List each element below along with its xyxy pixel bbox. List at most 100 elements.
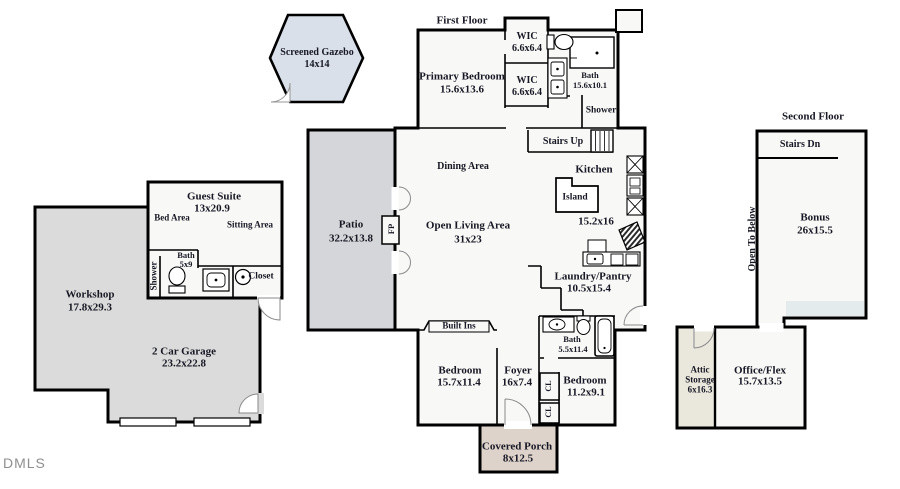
guest-closet-label: Closet <box>248 271 274 282</box>
open-to-below-label: Open To Below <box>747 206 758 272</box>
garage-door-icon <box>119 417 177 427</box>
toilet-icon <box>546 34 555 50</box>
kitchen-island-icon <box>555 177 599 213</box>
patio-dims: 32.2x13.8 <box>329 232 373 245</box>
laundry-dims: 10.5x15.4 <box>567 282 611 295</box>
garage-dims: 23.2x22.8 <box>162 357 206 370</box>
patio-door-swing-icon <box>398 186 411 211</box>
covered-porch-dims: 8x12.5 <box>502 452 534 465</box>
attic-fill <box>678 328 714 427</box>
laundry-door-swing-icon <box>623 305 644 326</box>
wic-top-label: WIC <box>516 31 538 42</box>
hall-bath-dims: 5.5x11.4 <box>558 343 588 354</box>
living-dims: 31x23 <box>454 233 482 246</box>
garage-door-swing-icon <box>238 393 259 414</box>
kitchen-dims: 15.2x16 <box>578 215 614 228</box>
hall-bath-fixtures <box>542 315 615 357</box>
dmls-watermark: DMLS <box>3 455 46 471</box>
bedroom-right-dims: 11.2x9.1 <box>567 386 605 399</box>
guest-suite-interior-walls <box>148 249 282 298</box>
bonus-window-strip <box>786 301 864 316</box>
primary-bath-label: Bath <box>581 69 599 80</box>
sink-icon <box>202 268 230 292</box>
foyer-dims: 16x7.4 <box>501 376 533 389</box>
island-label: Island <box>562 192 588 203</box>
fireplace-icon <box>381 215 400 245</box>
stairs-up-flight-icon <box>590 129 614 153</box>
gazebo-label: Screened Gazebo <box>280 47 354 58</box>
hall-bath-label: Bath <box>563 333 581 344</box>
toilet-icon <box>168 266 186 294</box>
washer-icon <box>234 268 252 286</box>
primary-bedroom-label: Primary Bedroom <box>419 70 505 83</box>
bed-area-label: Bed Area <box>154 212 190 223</box>
primary-bath-fixtures <box>546 33 615 99</box>
first-floor-title: First Floor <box>436 14 488 27</box>
bedroom-left-dims: 15.7x11.4 <box>437 376 481 389</box>
cooktop-icon <box>618 221 646 251</box>
first-floor-doors <box>391 186 647 429</box>
built-ins-box <box>428 320 490 333</box>
garage-label: 2 Car Garage <box>152 345 216 358</box>
attic-label-line2: Storage <box>685 374 715 385</box>
primary-bath-dims: 15.6x10.1 <box>573 79 607 90</box>
guest-door-swing-icon <box>257 297 281 321</box>
guest-suite-label: Guest Suite <box>186 190 242 203</box>
kitchen-label: Kitchen <box>575 163 613 176</box>
stairs-dn-label: Stairs Dn <box>779 139 821 150</box>
office-flex-label: Office/Flex <box>734 364 786 377</box>
kitchen-fixtures <box>555 155 646 267</box>
guest-suite-dims: 13x20.9 <box>194 202 230 215</box>
patio-structure <box>306 128 397 332</box>
second-floor-structure <box>675 129 868 430</box>
mechanical-closet <box>615 9 643 33</box>
covered-porch-label: Covered Porch <box>481 440 553 453</box>
bedroom-left-label: Bedroom <box>438 364 482 377</box>
attic-label-line1: Attic <box>690 364 710 375</box>
patio-door-swing-icon <box>398 250 411 275</box>
guest-shower-label: Shower <box>148 261 159 291</box>
front-door-swing-icon <box>504 398 532 426</box>
closet-1-box <box>539 372 560 401</box>
stairs-up-label: Stairs Up <box>542 136 584 147</box>
office-flex-dims: 15.7x13.5 <box>738 375 782 388</box>
closet-1-label: CL <box>544 380 553 392</box>
laundry-label: Laundry/Pantry <box>554 270 632 283</box>
built-ins-label: Built Ins <box>442 320 476 331</box>
shower-enclosure-icon <box>569 36 615 69</box>
sitting-area-label: Sitting Area <box>226 219 274 230</box>
attic-door-swing-icon <box>693 327 715 349</box>
patio-label: Patio <box>338 218 364 231</box>
gazebo-door-swing-icon <box>270 82 291 103</box>
closet-2-box <box>539 402 560 424</box>
guest-suite-structure <box>146 180 284 321</box>
attic-door-gap <box>694 323 714 332</box>
dining-label: Dining Area <box>437 161 489 172</box>
bedroom-right-label: Bedroom <box>563 374 607 387</box>
closet-2-label: CL <box>544 406 553 418</box>
cabinet-icon <box>625 253 639 266</box>
living-label: Open Living Area <box>425 219 511 232</box>
primary-bedroom-dims: 15.6x13.6 <box>440 83 484 96</box>
dishwasher-icon <box>610 253 624 266</box>
gazebo-dims: 14x14 <box>304 59 330 70</box>
garage-side-door-gap <box>256 393 264 414</box>
wic-top-dims: 6.6x6.4 <box>512 43 542 54</box>
fireplace-label: FP <box>385 223 396 235</box>
attic-dims: 6x16.3 <box>687 384 713 395</box>
second-floor-title: Second Floor <box>781 110 845 123</box>
workshop-label: Workshop <box>65 288 115 301</box>
guest-bath-dims: 5x9 <box>179 258 193 269</box>
primary-shower-label: Shower <box>585 105 617 116</box>
bonus-dims: 26x15.5 <box>797 224 833 237</box>
foyer-label: Foyer <box>504 364 532 377</box>
wic-bottom-label: WIC <box>516 75 538 86</box>
wic-bottom-dims: 6.6x6.4 <box>512 87 542 98</box>
garage-door-icon <box>193 417 251 427</box>
workshop-dims: 17.8x29.3 <box>68 301 112 314</box>
covered-porch-structure <box>478 423 559 474</box>
gazebo-structure <box>268 13 365 104</box>
guest-bath-label: Bath <box>177 249 195 260</box>
